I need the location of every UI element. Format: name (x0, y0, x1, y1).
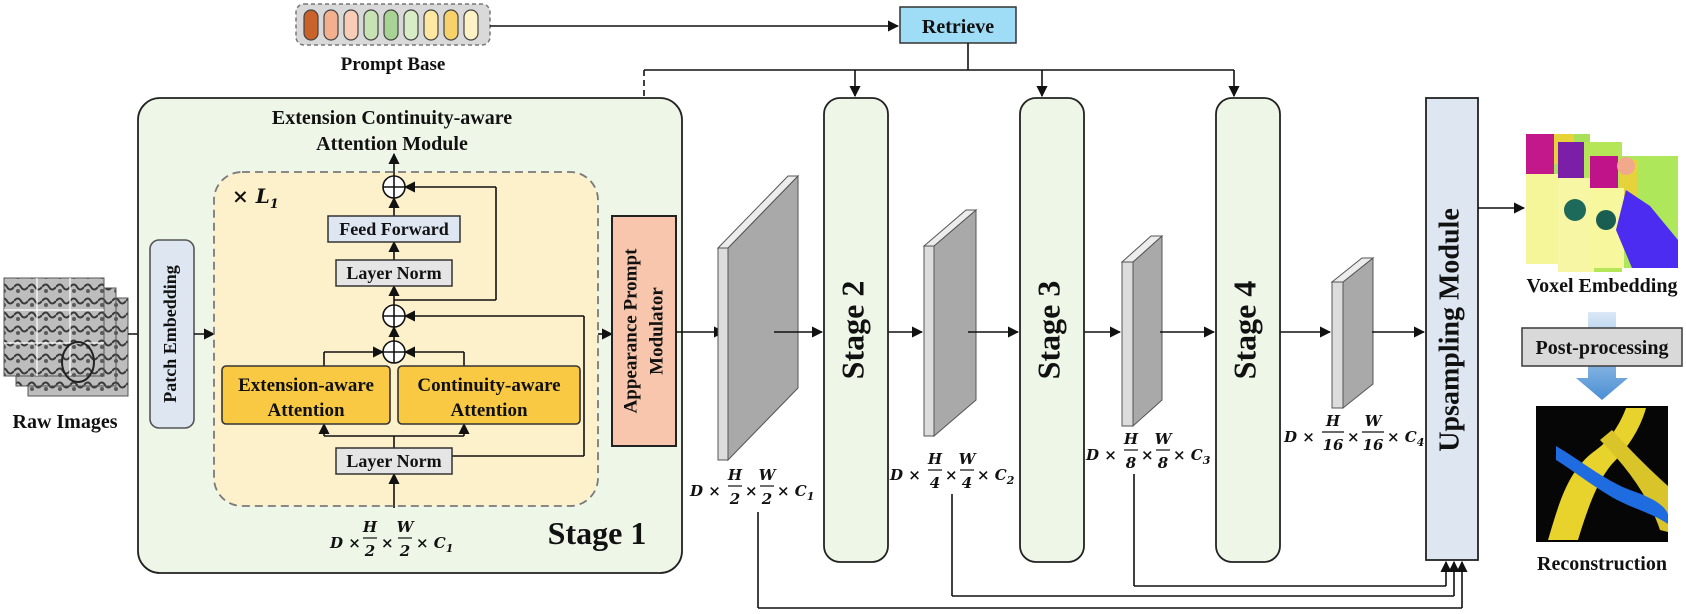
dim-h: H (1325, 412, 1341, 430)
sum-node-middle (382, 304, 406, 328)
post-processing-box (1521, 327, 1683, 367)
prompt-chip (323, 9, 339, 41)
dim-h-div: 16 (1323, 436, 1344, 454)
patch-embedding-label: Patch Embedding (160, 265, 180, 403)
dim-c: × C1 (777, 482, 814, 503)
prompt-chip (403, 9, 419, 41)
upsampling-module-box (1425, 97, 1479, 561)
layer-norm-bottom-box (335, 447, 453, 475)
feed-forward-box (327, 215, 461, 243)
layer-norm-top-label: Layer Norm (346, 263, 441, 283)
ext-attn-line1: Extension-aware (238, 375, 374, 396)
apm-line2: Modulator (646, 287, 667, 375)
svg-text:× L1: × L1 (232, 184, 279, 212)
feature-dim-labels: D ×H2×W2× C1D ×H4×W4× C2D ×H8×W8× C3D ×H… (689, 412, 1424, 508)
voxel-embedding-image (1526, 134, 1678, 272)
stage-boxes (823, 97, 1281, 563)
feed-forward-label: Feed Forward (339, 219, 448, 239)
dim-w-div: 2 (761, 490, 772, 508)
appearance-prompt-modulator-box (611, 215, 677, 447)
dim-w-div: 8 (1158, 454, 1169, 472)
dim-h: H (727, 466, 743, 484)
layer-norm-top-box (335, 259, 453, 287)
feature-map-4 (1330, 256, 1375, 410)
prompt-chip (383, 9, 399, 41)
retrieve-box (899, 6, 1017, 44)
raw-images-label: Raw Images (13, 411, 118, 433)
dim-times: × (745, 482, 758, 500)
prompt-chip (363, 9, 379, 41)
module-title-line1: Extension Continuity-aware (272, 107, 512, 129)
reconstruction-label: Reconstruction (1537, 553, 1667, 575)
stage2-box (823, 97, 889, 563)
apm-line1: Appearance Prompt (620, 248, 641, 413)
post-processing-label: Post-processing (1536, 337, 1669, 359)
module-title-line2: Attention Module (316, 133, 468, 155)
dim-w-div: 4 (962, 474, 972, 492)
dim-w-div: 16 (1363, 436, 1384, 454)
svg-text:D ×: D × (329, 534, 361, 552)
stage3-label: Stage 3 (1030, 281, 1066, 380)
dim-w: W (759, 466, 778, 484)
repeat-subscript: 1 (270, 197, 279, 212)
feature-map-1 (716, 174, 800, 462)
stage2-label: Stage 2 (834, 281, 870, 380)
retrieve-label: Retrieve (922, 16, 994, 38)
dim-times: × (1141, 446, 1154, 464)
feature-map-3 (1120, 234, 1164, 428)
dim-h-div: 4 (930, 474, 940, 492)
sum-node-bottom (382, 340, 406, 364)
dim-c: × C2 (977, 466, 1015, 487)
svg-text:W: W (397, 518, 416, 536)
continuity-aware-attention-box (397, 365, 581, 425)
prompt-chip (343, 9, 359, 41)
prompt-chip (443, 9, 459, 41)
dim-times: × (1347, 428, 1360, 446)
prompt-chip (303, 9, 319, 41)
feature-map-2 (922, 208, 978, 438)
prompt-base-label: Prompt Base (341, 54, 446, 75)
dim-d: D × (889, 466, 921, 484)
cont-attn-line1: Continuity-aware (417, 375, 560, 396)
stage3-box (1019, 97, 1085, 563)
dim-times: × (945, 466, 958, 484)
cont-attn-line2: Attention (450, 400, 527, 421)
dim-c: × C3 (1173, 446, 1211, 467)
repeat-label: × L (232, 184, 270, 208)
ext-attn-line2: Attention (267, 400, 344, 421)
extension-aware-attention-box (221, 365, 391, 425)
stage1-input-dims: D × H 2 × W 2 × C1 (329, 518, 453, 560)
dim-d: D × (1085, 446, 1117, 464)
svg-text:2: 2 (364, 542, 375, 560)
dim-h: H (927, 450, 943, 468)
svg-text:2: 2 (399, 542, 410, 560)
raw-images (3, 277, 129, 397)
dim-w: W (1365, 412, 1384, 430)
dim-h-div: 8 (1126, 454, 1137, 472)
dim-h-div: 2 (729, 490, 740, 508)
stage4-label: Stage 4 (1226, 281, 1262, 380)
dim-h: H (1123, 430, 1139, 448)
dim-c: × C4 (1387, 428, 1424, 449)
svg-text:H: H (362, 518, 378, 536)
prompt-base: Prompt Base (295, 3, 491, 75)
svg-text:×: × (381, 534, 394, 552)
dim-d: D × (689, 482, 721, 500)
prompt-chips (303, 9, 479, 41)
reconstruction-image (1536, 406, 1668, 542)
dim-d: D × (1283, 428, 1315, 446)
stage4-box (1215, 97, 1281, 563)
prompt-chip (423, 9, 439, 41)
dim-w: W (1155, 430, 1174, 448)
sum-node-top (382, 175, 406, 199)
stage1-label: Stage 1 (548, 515, 647, 551)
dim-w: W (959, 450, 978, 468)
svg-text:× C1: × C1 (416, 534, 453, 555)
layer-norm-bottom-label: Layer Norm (346, 451, 441, 471)
prompt-chip (463, 9, 479, 41)
upsampling-label: Upsampling Module (1434, 208, 1465, 452)
voxel-embedding-label: Voxel Embedding (1527, 275, 1678, 297)
